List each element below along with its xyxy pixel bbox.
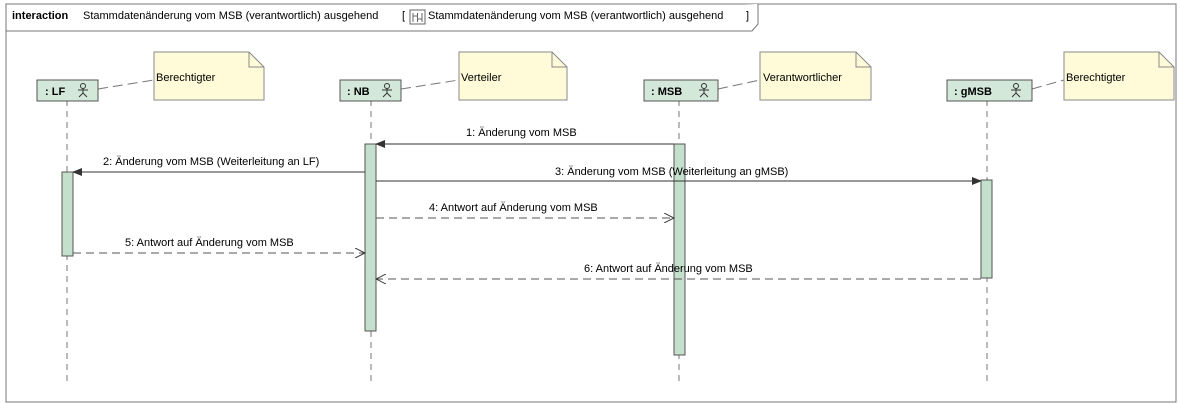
message-2[interactable]: 2: Änderung vom MSB (Weiterleitung an LF…: [72, 156, 365, 176]
message-4[interactable]: 4: Antwort auf Änderung vom MSB: [376, 202, 674, 218]
message-6[interactable]: 6: Antwort auf Änderung vom MSB: [376, 263, 981, 279]
activation-msb: [673, 143, 686, 356]
frame-title: Stammdatenänderung vom MSB (verantwortli…: [83, 10, 378, 22]
message-2-label: 2: Änderung vom MSB (Weiterleitung an LF…: [103, 156, 319, 168]
note-lf-text: Berechtigter: [156, 72, 216, 84]
lifeline-lf-name: : LF: [45, 86, 65, 98]
message-4-label: 4: Antwort auf Änderung vom MSB: [429, 202, 598, 214]
lifeline-lf-head[interactable]: : LF: [36, 79, 99, 102]
lifeline-nb-head[interactable]: : NB: [339, 79, 402, 102]
lifeline-nb-name: : NB: [347, 86, 370, 98]
activation-bars: [61, 143, 993, 356]
activation-lf: [61, 171, 74, 257]
lifeline-msb-head[interactable]: : MSB: [643, 79, 719, 102]
note-nb[interactable]: Verteiler: [458, 51, 568, 101]
activation-gmsb: [980, 179, 993, 279]
frame-keyword: interaction: [12, 10, 69, 22]
activation-nb: [364, 143, 377, 332]
lifeline-msb-name: : MSB: [651, 86, 682, 98]
message-5-label: 5: Antwort auf Änderung vom MSB: [125, 237, 294, 249]
interaction-ref-icon: [409, 9, 426, 25]
lifeline-gmsb-head[interactable]: : gMSB: [946, 79, 1033, 102]
message-1[interactable]: 1: Änderung vom MSB: [375, 127, 674, 148]
message-3[interactable]: 3: Änderung vom MSB (Weiterleitung an gM…: [376, 166, 982, 185]
actor-icon: [78, 83, 88, 98]
message-3-label: 3: Änderung vom MSB (Weiterleitung an gM…: [555, 166, 788, 178]
frame-bracket-open: [: [402, 10, 405, 22]
note-nb-text: Verteiler: [461, 72, 502, 84]
note-gmsb-text: Berechtigter: [1066, 72, 1126, 84]
actor-icon: [699, 83, 709, 98]
note-gmsb[interactable]: Berechtigter: [1063, 51, 1175, 101]
frame-bracket-close: ]: [746, 10, 749, 22]
message-6-label: 6: Antwort auf Änderung vom MSB: [584, 263, 753, 275]
note-msb[interactable]: Verantwortlicher: [759, 51, 872, 101]
message-1-label: 1: Änderung vom MSB: [466, 127, 577, 139]
note-connectors: [97, 79, 1065, 90]
actor-icon: [1011, 83, 1021, 98]
message-5[interactable]: 5: Antwort auf Änderung vom MSB: [73, 237, 365, 253]
note-msb-text: Verantwortlicher: [763, 72, 842, 84]
note-lf[interactable]: Berechtigter: [153, 51, 265, 101]
actor-icon: [382, 83, 392, 98]
frame-ref-title: Stammdatenänderung vom MSB (verantwortli…: [428, 10, 723, 22]
lifeline-gmsb-name: : gMSB: [954, 86, 992, 98]
